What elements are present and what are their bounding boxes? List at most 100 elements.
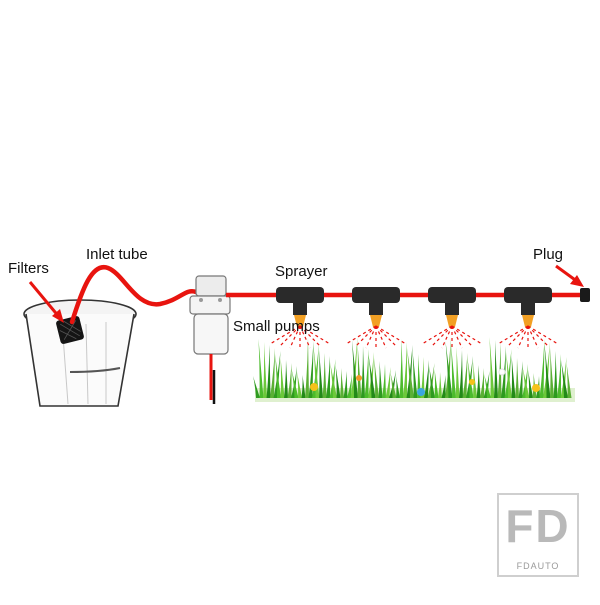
grass-blade (390, 373, 397, 398)
sprayer-tee (428, 287, 476, 303)
brand-logo: FD FDAUTO (497, 493, 579, 577)
pump-motor (193, 313, 229, 355)
nozzle-icon (294, 315, 306, 327)
nozzle-icon (370, 315, 382, 327)
plug-icon (580, 288, 590, 302)
grass-blade (403, 342, 407, 398)
brand-mark: FD (505, 500, 571, 552)
inlet-tube (69, 264, 199, 325)
spray-line (299, 325, 321, 347)
grass-blade (506, 352, 512, 398)
label-small-pumps: Small pumps (233, 318, 320, 335)
grass-blade (522, 367, 530, 398)
spray-line (365, 325, 377, 349)
spray-line (451, 325, 473, 347)
sprayers (269, 287, 559, 350)
grass-blade (305, 338, 309, 398)
grass-blade (455, 347, 460, 398)
label-filters: Filters (8, 260, 49, 277)
grass-blade (326, 356, 330, 398)
grass-blade (364, 349, 369, 398)
sprayer-tee (504, 287, 552, 303)
grass-blade (319, 350, 323, 398)
spray-line (451, 325, 483, 345)
filter-mesh (59, 320, 81, 340)
grass-blade (275, 354, 281, 398)
flowers (310, 368, 540, 396)
spray-line (527, 325, 559, 345)
sprayer-stem (369, 303, 383, 315)
annotation-arrows (28, 264, 584, 323)
grass-blade (511, 355, 516, 398)
grass-blade (441, 375, 446, 398)
grass-blade (459, 350, 463, 398)
grass-blade (340, 368, 344, 398)
plug-arrow-head (570, 275, 584, 287)
label-inlet-tube: Inlet tube (86, 246, 148, 263)
spray-line (497, 325, 529, 345)
sprayer-stem (521, 303, 535, 315)
grass-blade (399, 339, 404, 398)
grass-blade (451, 344, 456, 398)
grass-blade (258, 339, 264, 398)
filters-arrow (28, 281, 62, 319)
flower (498, 368, 506, 376)
bucket-handle (69, 367, 121, 373)
grass-blade (494, 340, 498, 398)
sprayer-tee (276, 287, 324, 303)
grass-blade (412, 351, 418, 398)
grass-blade (417, 354, 421, 398)
grass-blade (343, 371, 348, 398)
grass-blade (291, 369, 299, 398)
grass-blade (539, 339, 545, 398)
grass-blade (429, 366, 435, 398)
grass-blade (266, 345, 271, 398)
grass-blade (330, 362, 337, 398)
grass-blade (301, 375, 306, 398)
grass-blade (313, 347, 320, 398)
grass-blade (378, 361, 383, 398)
flower (356, 375, 362, 381)
grass-blade (253, 376, 260, 398)
pump-chamber (189, 295, 231, 315)
grass-blade (420, 357, 425, 398)
sprayer-stem (293, 303, 307, 315)
spray-line (441, 325, 453, 349)
flower (417, 388, 425, 396)
grass-blade (561, 360, 568, 398)
grass-blade (544, 345, 551, 398)
grass-blade (473, 362, 477, 398)
spray-line (355, 325, 377, 347)
spray-line (375, 325, 387, 349)
spray-line (421, 325, 453, 345)
grass-blade (434, 369, 439, 398)
grass-blade (374, 358, 379, 398)
grass-blade (518, 361, 523, 398)
grass-blade (501, 346, 506, 398)
grass-blade (528, 370, 533, 398)
grass-blade (557, 354, 561, 398)
grass-blade (467, 359, 474, 398)
spray-line (279, 325, 301, 347)
grass-blade (424, 360, 429, 398)
grass-blade (382, 364, 386, 398)
grass-blade (361, 346, 365, 398)
nozzle-icon (446, 315, 458, 327)
spray-line (507, 325, 529, 347)
label-plug: Plug (533, 246, 564, 263)
flower (469, 379, 475, 385)
nozzle-icon (522, 315, 534, 327)
grass-field (253, 337, 575, 402)
grass-blade (297, 372, 302, 398)
spray-line (431, 325, 453, 347)
grass-blade (489, 337, 495, 398)
grass-blade (438, 372, 442, 398)
grass-blade (280, 357, 285, 398)
spray-line (289, 325, 301, 349)
label-sprayer: Sprayer (275, 263, 328, 280)
grass-blade (445, 341, 453, 398)
brand-subtext: FDAUTO (516, 561, 560, 571)
grass-blade (368, 355, 376, 398)
pump-head (195, 275, 227, 297)
